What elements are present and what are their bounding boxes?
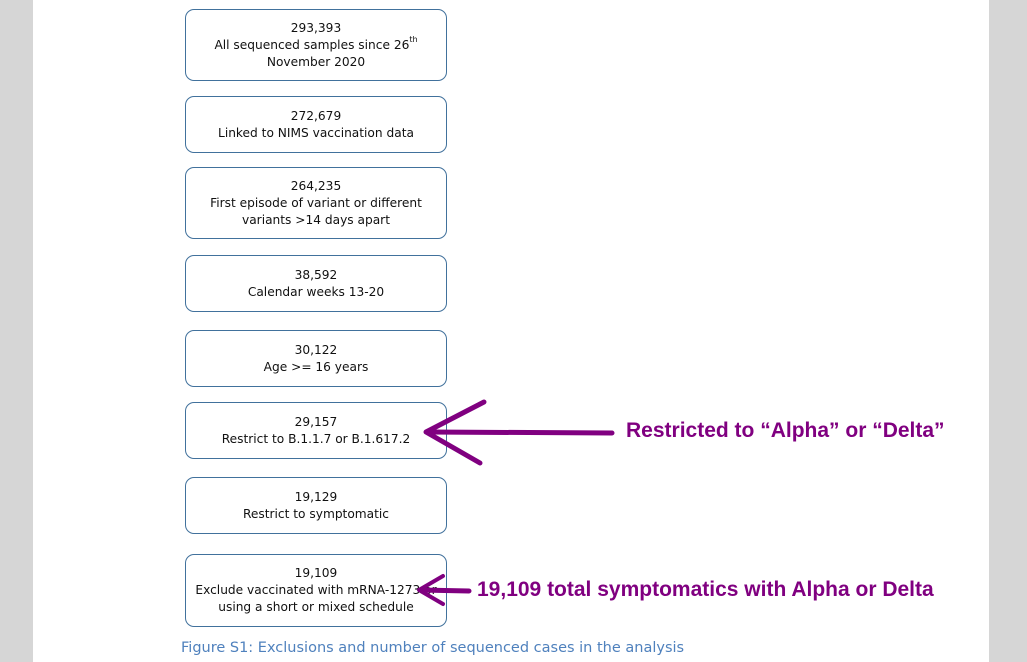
- flow-box-first-episode: 264,235 First episode of variant or diff…: [185, 167, 447, 239]
- description: Age >= 16 years: [263, 359, 369, 374]
- flow-box-calendar-weeks: 38,592 Calendar weeks 13-20: [185, 255, 447, 312]
- flow-box-age: 30,122 Age >= 16 years: [185, 330, 447, 387]
- flow-box-variant-restrict: 29,157 Restrict to B.1.1.7 or B.1.617.2: [185, 402, 447, 459]
- count: 38,592: [294, 267, 338, 282]
- flow-box-all-samples: 293,393 All sequenced samples since 26th…: [185, 9, 447, 81]
- total-arrow: [417, 574, 472, 606]
- count: 264,235: [290, 178, 342, 193]
- description: First episode of variant or different va…: [210, 195, 422, 227]
- flow-box-exclude-vaccinated: 19,109 Exclude vaccinated with mRNA-1273…: [185, 554, 447, 627]
- restricted-arrow: [423, 399, 615, 466]
- flow-box-symptomatic: 19,129 Restrict to symptomatic: [185, 477, 447, 534]
- figure-caption: Figure S1: Exclusions and number of sequ…: [181, 640, 685, 656]
- description: Restrict to symptomatic: [242, 506, 390, 521]
- description: Linked to NIMS vaccination data: [218, 125, 414, 140]
- flow-box-nims-linked: 272,679 Linked to NIMS vaccination data: [185, 96, 447, 153]
- description: Calendar weeks 13-20: [247, 284, 385, 299]
- document-page: 293,393 All sequenced samples since 26th…: [33, 0, 989, 662]
- count: 29,157: [294, 414, 338, 429]
- annotation-total: 19,109 total symptomatics with Alpha or …: [477, 578, 934, 601]
- count: 293,393: [290, 20, 342, 35]
- count: 272,679: [290, 108, 342, 123]
- count: 19,109: [294, 566, 338, 580]
- annotation-restricted: Restricted to “Alpha” or “Delta”: [626, 419, 945, 442]
- count: 30,122: [294, 342, 338, 357]
- count: 19,129: [294, 489, 338, 504]
- description: Exclude vaccinated with mRNA-1273 or usi…: [195, 583, 437, 614]
- superscript: th: [409, 35, 418, 45]
- description: Restrict to B.1.1.7 or B.1.617.2: [221, 431, 411, 446]
